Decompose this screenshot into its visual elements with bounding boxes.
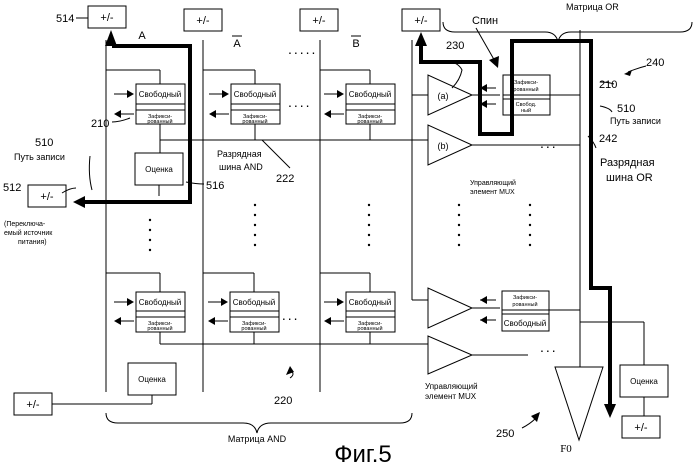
switchable-label-2: емый источник xyxy=(4,229,53,237)
svg-text:Свободный: Свободный xyxy=(349,90,392,99)
column-label-b-bar: B xyxy=(352,38,359,50)
power-source-512: +/- xyxy=(28,185,66,207)
svg-text:+/-: +/- xyxy=(634,422,647,434)
cell-a-row1: Свободный Зафикси- рованный xyxy=(106,70,185,140)
column-label-a-bar: A xyxy=(233,38,241,50)
column-label-a: A xyxy=(138,30,146,42)
cell-a-row2: Свободный Зафикси- рованный xyxy=(106,273,185,344)
power-source-bottom-left: +/- xyxy=(14,393,52,415)
svg-text:Свободный: Свободный xyxy=(233,298,276,307)
dots-top-and: ..... xyxy=(288,41,317,57)
svg-text:(b): (b) xyxy=(438,141,449,151)
switchable-label-1: (Переключа- xyxy=(4,221,46,228)
svg-text:+/-: +/- xyxy=(100,12,113,24)
cell-a-bar-row2: Свободный Зафикси- рованный xyxy=(203,273,279,344)
svg-text:(a): (a) xyxy=(438,91,449,101)
dots-or-row1: ... xyxy=(540,135,558,151)
ref-510-left: 510 xyxy=(35,137,53,149)
svg-text:Зафикси-: Зафикси- xyxy=(514,80,538,86)
switchable-label-3: питания) xyxy=(18,239,47,246)
svg-text:рованный: рованный xyxy=(357,118,382,125)
svg-text:Зафикси-: Зафикси- xyxy=(513,295,537,301)
mux-label-top-2: элемент MUX xyxy=(470,189,515,196)
dots-vertical xyxy=(149,204,531,251)
or-bitline-label-2: шина OR xyxy=(606,172,653,184)
svg-text:рованный: рованный xyxy=(512,301,537,308)
evaluation-box-bottom: Оценка xyxy=(52,363,176,404)
svg-text:рованный: рованный xyxy=(513,86,538,93)
ref-220: 220 xyxy=(274,395,292,407)
svg-text:Оценка: Оценка xyxy=(138,375,166,384)
ref-512: 512 xyxy=(3,182,21,194)
mux-label-bottom-2: элемент MUX xyxy=(425,392,477,401)
or-cell-row2: Зафикси- рованный Свободный xyxy=(480,291,580,331)
evaluation-box-top: Оценка xyxy=(135,153,183,196)
and-matrix-bracket xyxy=(106,413,412,433)
svg-text:Спин: Спин xyxy=(472,15,498,27)
mux-label-top-1: Управляющий xyxy=(470,179,516,187)
svg-text:Оценка: Оценка xyxy=(145,165,173,174)
svg-text:Свободный: Свободный xyxy=(234,90,277,99)
driver-b: (b) xyxy=(428,125,580,165)
ref-210-left: 210 xyxy=(91,118,109,130)
figure-caption: Фиг.5 xyxy=(334,441,392,467)
svg-text:+/-: +/- xyxy=(414,15,427,27)
power-source-or-top: +/- xyxy=(402,9,440,31)
svg-text:Свободный: Свободный xyxy=(349,298,392,307)
and-matrix-label: Матрица AND xyxy=(228,434,287,444)
svg-text:+/-: +/- xyxy=(40,191,53,203)
svg-text:рованный: рованный xyxy=(242,118,267,125)
and-bitline-label-1: Разрядная xyxy=(217,149,262,159)
ref-230: 230 xyxy=(446,40,464,52)
svg-text:Оценка: Оценка xyxy=(630,377,658,386)
mux-label-bottom-1: Управляющий xyxy=(425,382,478,391)
dots-or-row2: ... xyxy=(540,339,558,355)
svg-text:ный: ный xyxy=(521,107,531,114)
svg-text:+/-: +/- xyxy=(26,399,39,411)
write-path-left: Путь записи xyxy=(14,152,65,162)
ref-516: 516 xyxy=(206,180,224,192)
and-bitline-label-2: шина AND xyxy=(219,162,263,172)
cell-b-bar-row2: Свободный Зафикси- рованный xyxy=(320,273,395,344)
svg-text:F0: F0 xyxy=(560,443,572,455)
svg-text:Свободный: Свободный xyxy=(504,319,547,328)
ref-242: 242 xyxy=(599,133,617,145)
svg-text:+/-: +/- xyxy=(196,15,209,27)
ref-510-right: 510 xyxy=(617,103,635,115)
cell-b-bar-row1: Свободный Зафикси- рованный xyxy=(320,70,395,140)
output-f0: F0 xyxy=(555,367,603,455)
svg-text:+/-: +/- xyxy=(312,15,325,27)
svg-text:Свободный: Свободный xyxy=(139,298,182,307)
ref-210-right: 210 xyxy=(599,79,617,91)
driver-a: (a) xyxy=(412,75,500,115)
ref-222: 222 xyxy=(276,173,294,185)
svg-text:рованный: рованный xyxy=(241,325,266,332)
svg-text:Свободный: Свободный xyxy=(139,90,182,99)
cell-a-bar-row1: Свободный Зафикси- рованный xyxy=(203,70,280,140)
or-bitline-label-1: Разрядная xyxy=(600,157,655,169)
power-source-b-bar: +/- xyxy=(300,9,338,31)
dots-row1: .... xyxy=(288,94,312,110)
ref-240: 240 xyxy=(646,57,664,69)
or-matrix-label: Матрица OR xyxy=(566,2,619,12)
svg-text:рованный: рованный xyxy=(357,325,382,332)
svg-text:рованный: рованный xyxy=(147,325,172,332)
driver-row2-bottom xyxy=(428,336,528,374)
svg-text:рованный: рованный xyxy=(147,118,172,125)
power-source-bottom-right: +/- xyxy=(622,416,660,438)
write-path-right: Путь записи xyxy=(610,116,661,126)
power-source-514: +/- xyxy=(88,6,126,28)
power-source-a-bar: +/- xyxy=(184,9,222,31)
dots-row2: .... xyxy=(276,307,300,323)
ref-250: 250 xyxy=(496,428,514,440)
ref-514: 514 xyxy=(56,13,74,25)
